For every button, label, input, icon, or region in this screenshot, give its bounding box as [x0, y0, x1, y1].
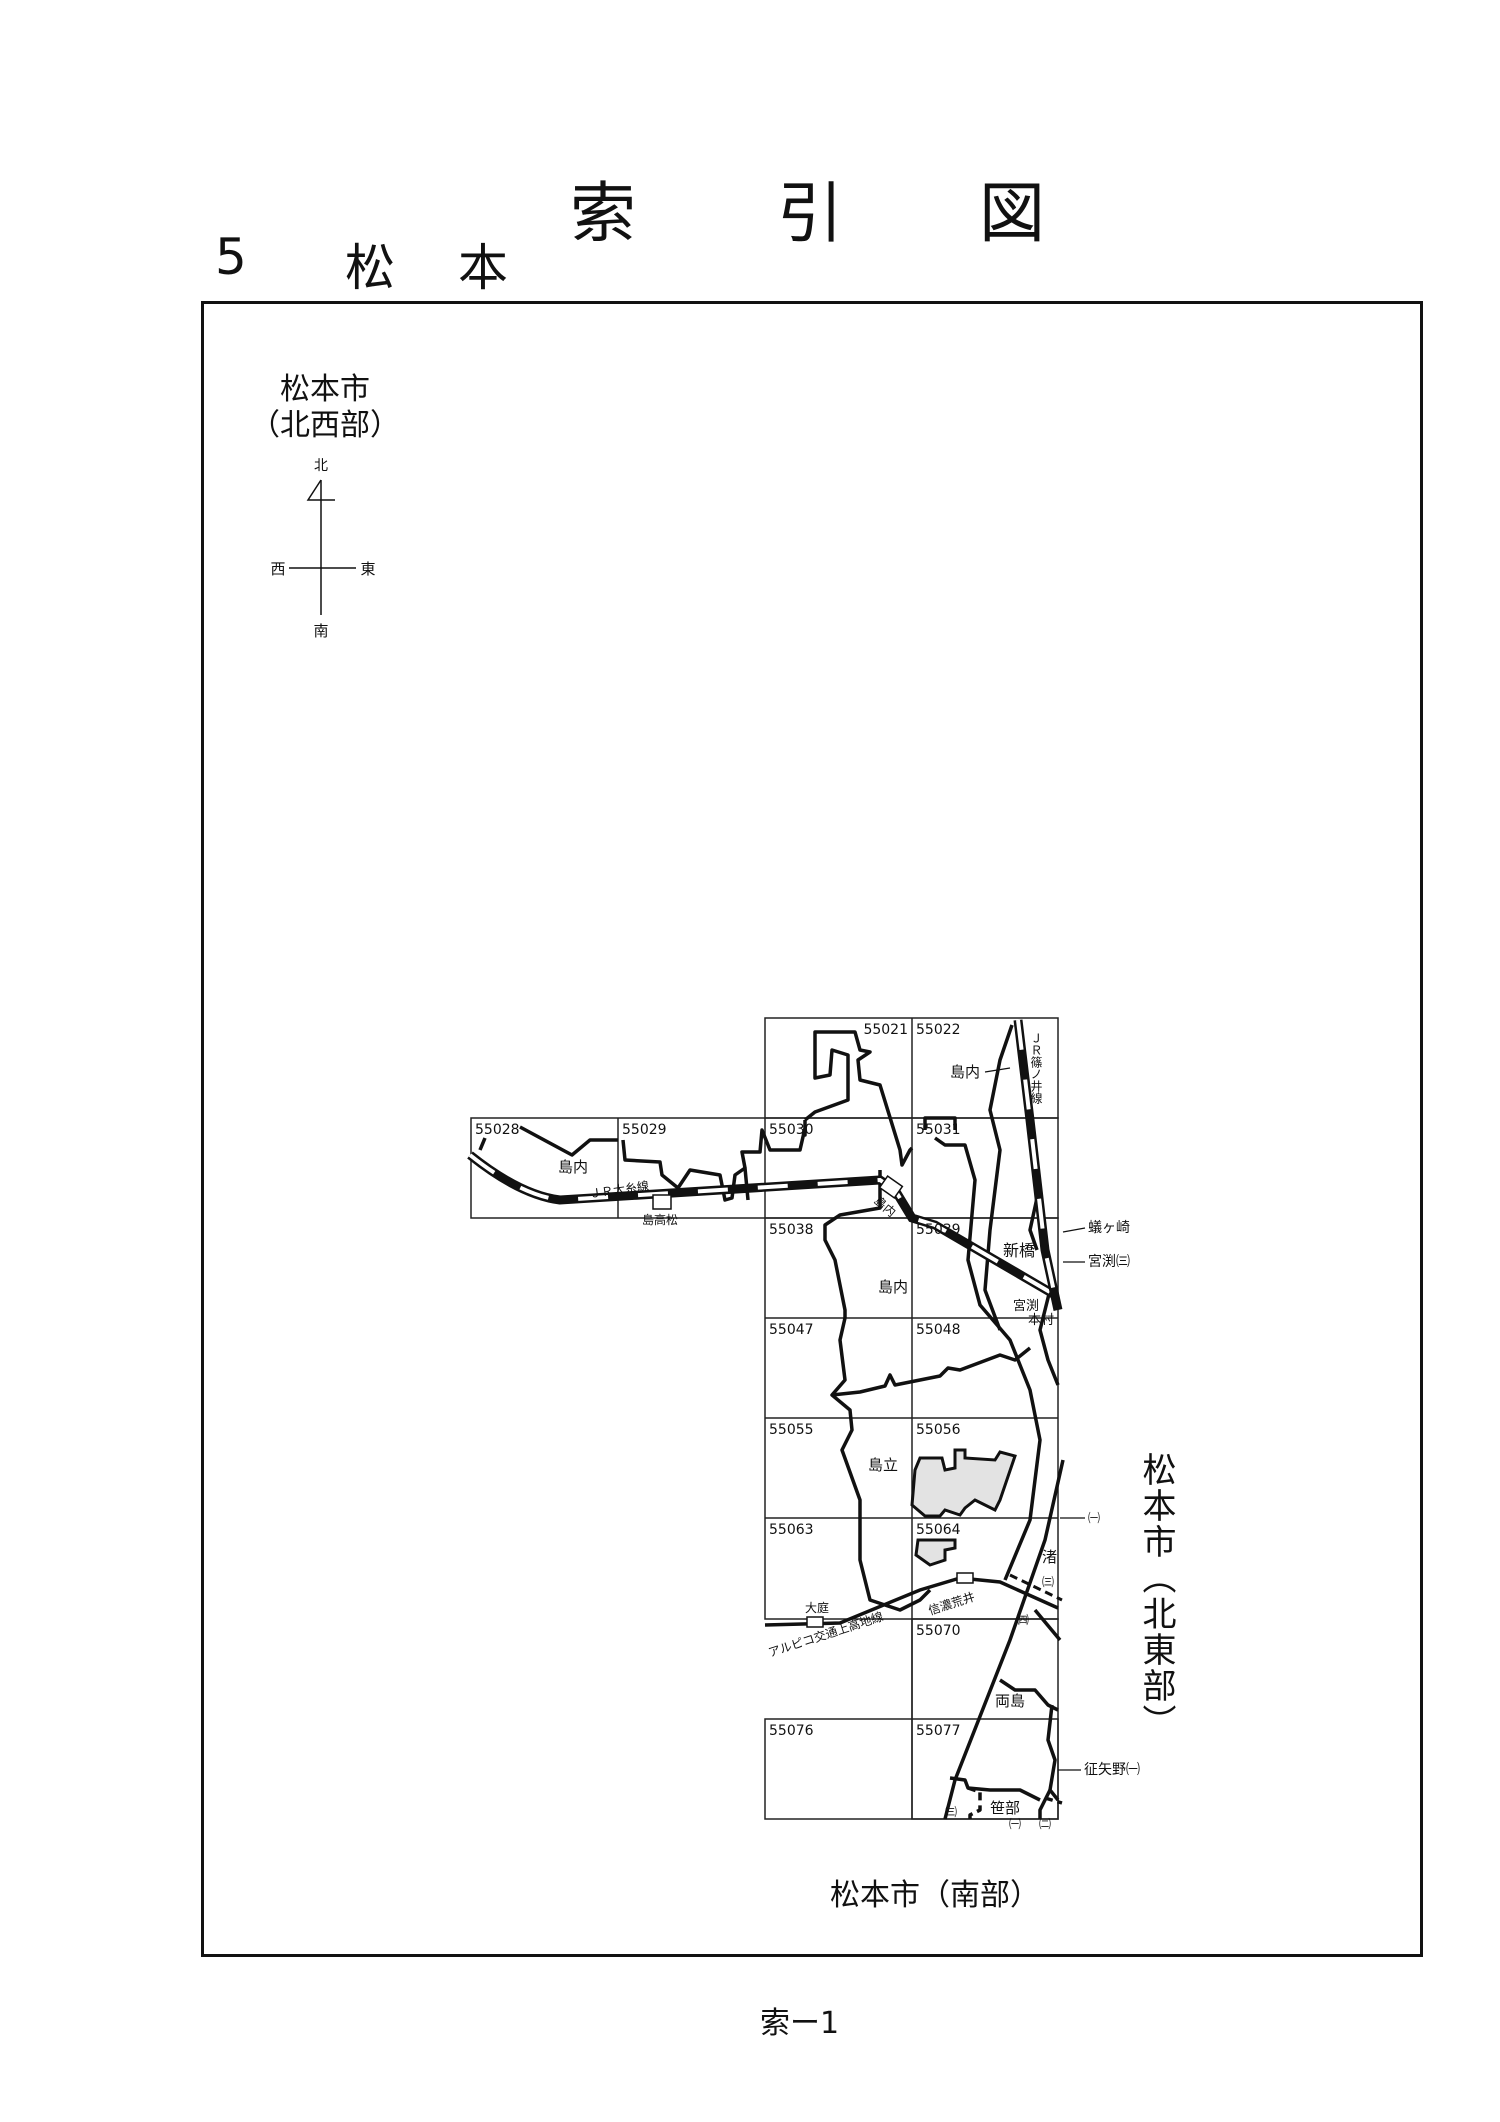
northeast-region-label: 松本市（北東部） — [1136, 1452, 1176, 1740]
compass-east: 東 — [360, 560, 375, 578]
cell-id[interactable]: 55029 — [622, 1122, 667, 1138]
cell-id[interactable]: 55077 — [916, 1723, 961, 1739]
rail-label: ＪＲ篠ノ井線 — [1029, 1032, 1043, 1104]
cell-id[interactable]: 55038 — [769, 1222, 814, 1238]
title-char: 引 — [777, 175, 843, 252]
compass-west: 西 — [270, 560, 285, 578]
compass-icon — [289, 479, 356, 615]
northwest-region-label: 松本市 （北西部） — [250, 372, 400, 444]
cell-id[interactable]: 55030 — [769, 1122, 814, 1138]
place-label: 本村 — [1028, 1313, 1054, 1328]
place-label: ㈡ — [1039, 1817, 1051, 1831]
cell-id[interactable]: 55070 — [916, 1623, 961, 1639]
alpico-kamikochi-line — [764, 1572, 1063, 1628]
region-sub: （北西部） — [250, 408, 400, 443]
place-label: ㈣ — [1017, 1613, 1029, 1627]
place-label: 笹部 — [990, 1799, 1020, 1817]
place-label: 渚 — [1042, 1548, 1057, 1566]
place-label: 島内 — [878, 1278, 908, 1296]
station-label: 島高松 — [642, 1212, 678, 1227]
district-boundaries — [478, 1024, 1063, 1819]
place-label: 宮渕 — [1013, 1298, 1039, 1314]
leader-lines — [984, 1067, 1086, 1771]
jr-oito-line — [467, 1151, 1058, 1299]
region-name: 松本市 — [280, 372, 370, 407]
rail-label: アルピコ交通上高地線 — [766, 1609, 885, 1660]
place-label: ㈢ — [1042, 1575, 1054, 1589]
page-number: 索ー1 — [760, 2006, 840, 2041]
place-label: 島内 — [950, 1063, 980, 1081]
cell-id[interactable]: 55039 — [916, 1222, 961, 1238]
cell-id[interactable]: 55022 — [916, 1022, 961, 1038]
map-frame — [201, 301, 1423, 1957]
cell-id-labels: 55021 55022 55028 55029 55030 55031 5503… — [475, 1022, 961, 1739]
place-label: ㈠ — [1088, 1511, 1100, 1525]
place-label: ㈢ — [945, 1805, 957, 1819]
shaded-area — [910, 1448, 1017, 1567]
cell-id[interactable]: 55076 — [769, 1723, 814, 1739]
compass-south: 南 — [313, 622, 328, 640]
place-label: ㈠ — [1009, 1817, 1021, 1831]
compass-north: 北 — [314, 458, 328, 474]
cell-id[interactable]: 55056 — [916, 1422, 961, 1438]
title-char: 図 — [979, 175, 1045, 252]
main-road — [943, 1459, 1065, 1820]
title-char: 索 — [570, 175, 636, 252]
place-label: 宮渕㈢ — [1088, 1254, 1130, 1270]
section-name-char: 本 — [458, 239, 508, 297]
section-number: 5 — [215, 228, 247, 286]
cell-id[interactable]: 55028 — [475, 1122, 520, 1138]
cell-id[interactable]: 55048 — [916, 1322, 961, 1338]
place-label: 島内 — [558, 1158, 588, 1176]
cell-id[interactable]: 55063 — [769, 1522, 814, 1538]
place-label: 島立 — [868, 1456, 898, 1474]
place-label: 征矢野㈠ — [1084, 1762, 1140, 1778]
cell-id[interactable]: 55064 — [916, 1522, 961, 1538]
bridge-label: 新橋 — [1003, 1241, 1035, 1260]
cell-id[interactable]: 55055 — [769, 1422, 814, 1438]
jr-shinonoi-line — [1013, 1019, 1063, 1311]
cell-id[interactable]: 55021 — [863, 1022, 908, 1038]
place-label: 両島 — [995, 1692, 1025, 1710]
section-name-char: 松 — [345, 239, 395, 297]
south-region-label: 松本市（南部） — [830, 1878, 1040, 1913]
cell-id[interactable]: 55047 — [769, 1322, 814, 1338]
cell-id[interactable]: 55031 — [916, 1122, 961, 1138]
place-label: 蟻ヶ崎 — [1088, 1219, 1130, 1236]
station-label: 大庭 — [805, 1600, 829, 1615]
station-label: 信濃荒井 — [927, 1590, 977, 1618]
